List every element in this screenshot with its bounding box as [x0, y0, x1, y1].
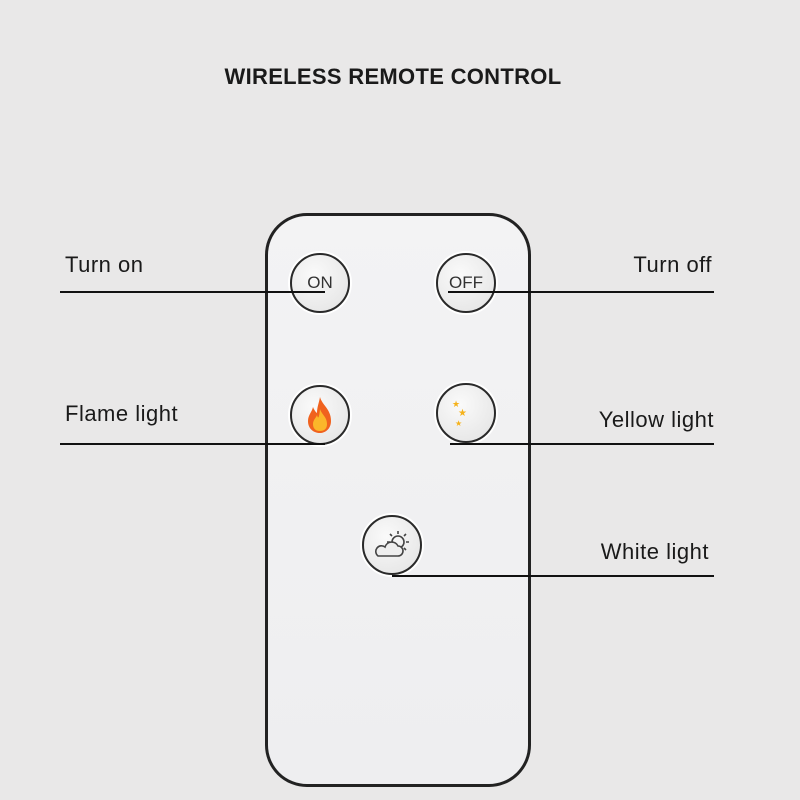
turn-off-label: Turn off [633, 252, 712, 277]
turn-on-label: Turn on [65, 252, 144, 277]
svg-text:★: ★ [458, 408, 467, 419]
cloud-sun-icon [375, 531, 409, 557]
yellow-light-label: Yellow light [598, 407, 714, 432]
flame-light-pointer-line [60, 443, 325, 445]
page-title: WIRELESS REMOTE CONTROL [224, 64, 562, 89]
yellow-light-button[interactable]: ★★★ [436, 383, 496, 443]
svg-text:★: ★ [455, 419, 462, 428]
off-label: OFF [449, 273, 483, 292]
flame-light-label: Flame light [65, 401, 179, 426]
moon-stars-icon: ★★★ [452, 396, 479, 428]
on-label: ON [307, 273, 333, 292]
turn-off-pointer-line [448, 291, 714, 293]
flame-icon [308, 397, 331, 433]
turn-on-pointer-line [60, 291, 325, 293]
yellow-light-pointer-line [450, 443, 714, 445]
flame-light-button[interactable] [290, 385, 350, 445]
white-light-button[interactable] [362, 515, 422, 575]
white-light-pointer-line [392, 575, 714, 577]
off-button[interactable]: OFF [436, 253, 496, 313]
svg-text:★: ★ [452, 399, 460, 409]
on-button[interactable]: ON [290, 253, 350, 313]
white-light-label: White light [600, 539, 709, 564]
